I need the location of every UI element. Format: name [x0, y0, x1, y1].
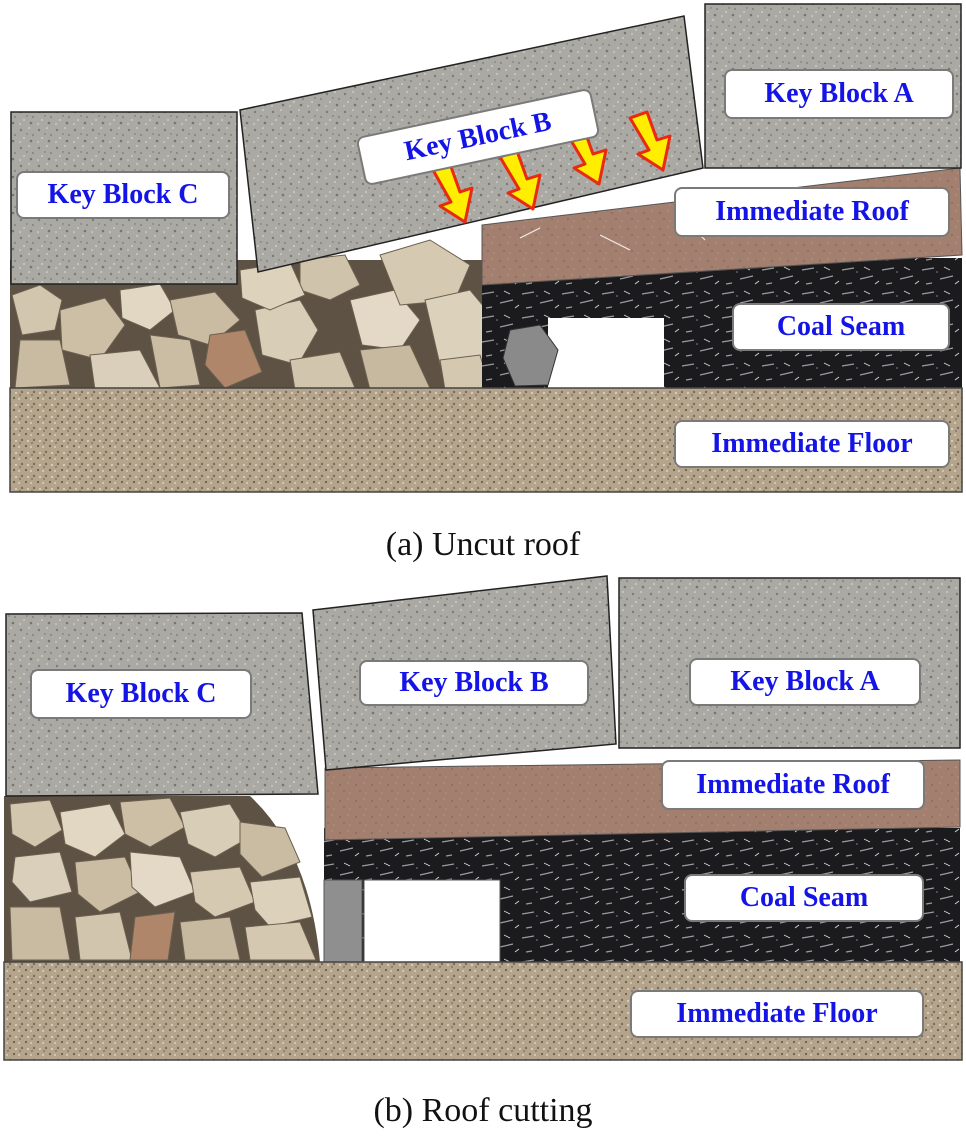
label-key-block-a: Key Block A [724, 69, 954, 119]
label-coal-seam: Coal Seam [732, 303, 950, 351]
roadway-opening [548, 318, 664, 388]
panel-uncut-roof: Key Block A Key Block B Key Block C Imme… [0, 0, 966, 500]
load-arrow-4 [628, 110, 672, 172]
caption-panel-a: (a) Uncut roof [385, 526, 581, 563]
label-key-block-c: Key Block C [30, 669, 252, 719]
caved-boulder [502, 324, 559, 387]
load-arrow-1 [431, 162, 474, 224]
label-immediate-roof: Immediate Roof [661, 760, 925, 810]
label-key-block-b: Key Block B [359, 660, 589, 706]
label-key-block-a: Key Block A [689, 658, 921, 706]
goaf-rubble [10, 239, 496, 391]
goaf-rubble [4, 796, 320, 962]
roadway-opening [363, 879, 501, 965]
label-immediate-roof: Immediate Roof [674, 187, 950, 237]
caption-panel-b: (b) Roof cutting [373, 1092, 593, 1129]
label-immediate-floor: Immediate Floor [674, 420, 950, 468]
label-key-block-c: Key Block C [16, 171, 230, 219]
roadway-support [323, 879, 363, 965]
roof-cutting-diagram [3, 575, 963, 1061]
label-coal-seam: Coal Seam [684, 874, 924, 922]
load-arrow-2 [498, 149, 542, 211]
label-immediate-floor: Immediate Floor [630, 990, 924, 1038]
panel-roof-cutting: Key Block C Key Block B Key Block A Imme… [0, 572, 966, 1062]
